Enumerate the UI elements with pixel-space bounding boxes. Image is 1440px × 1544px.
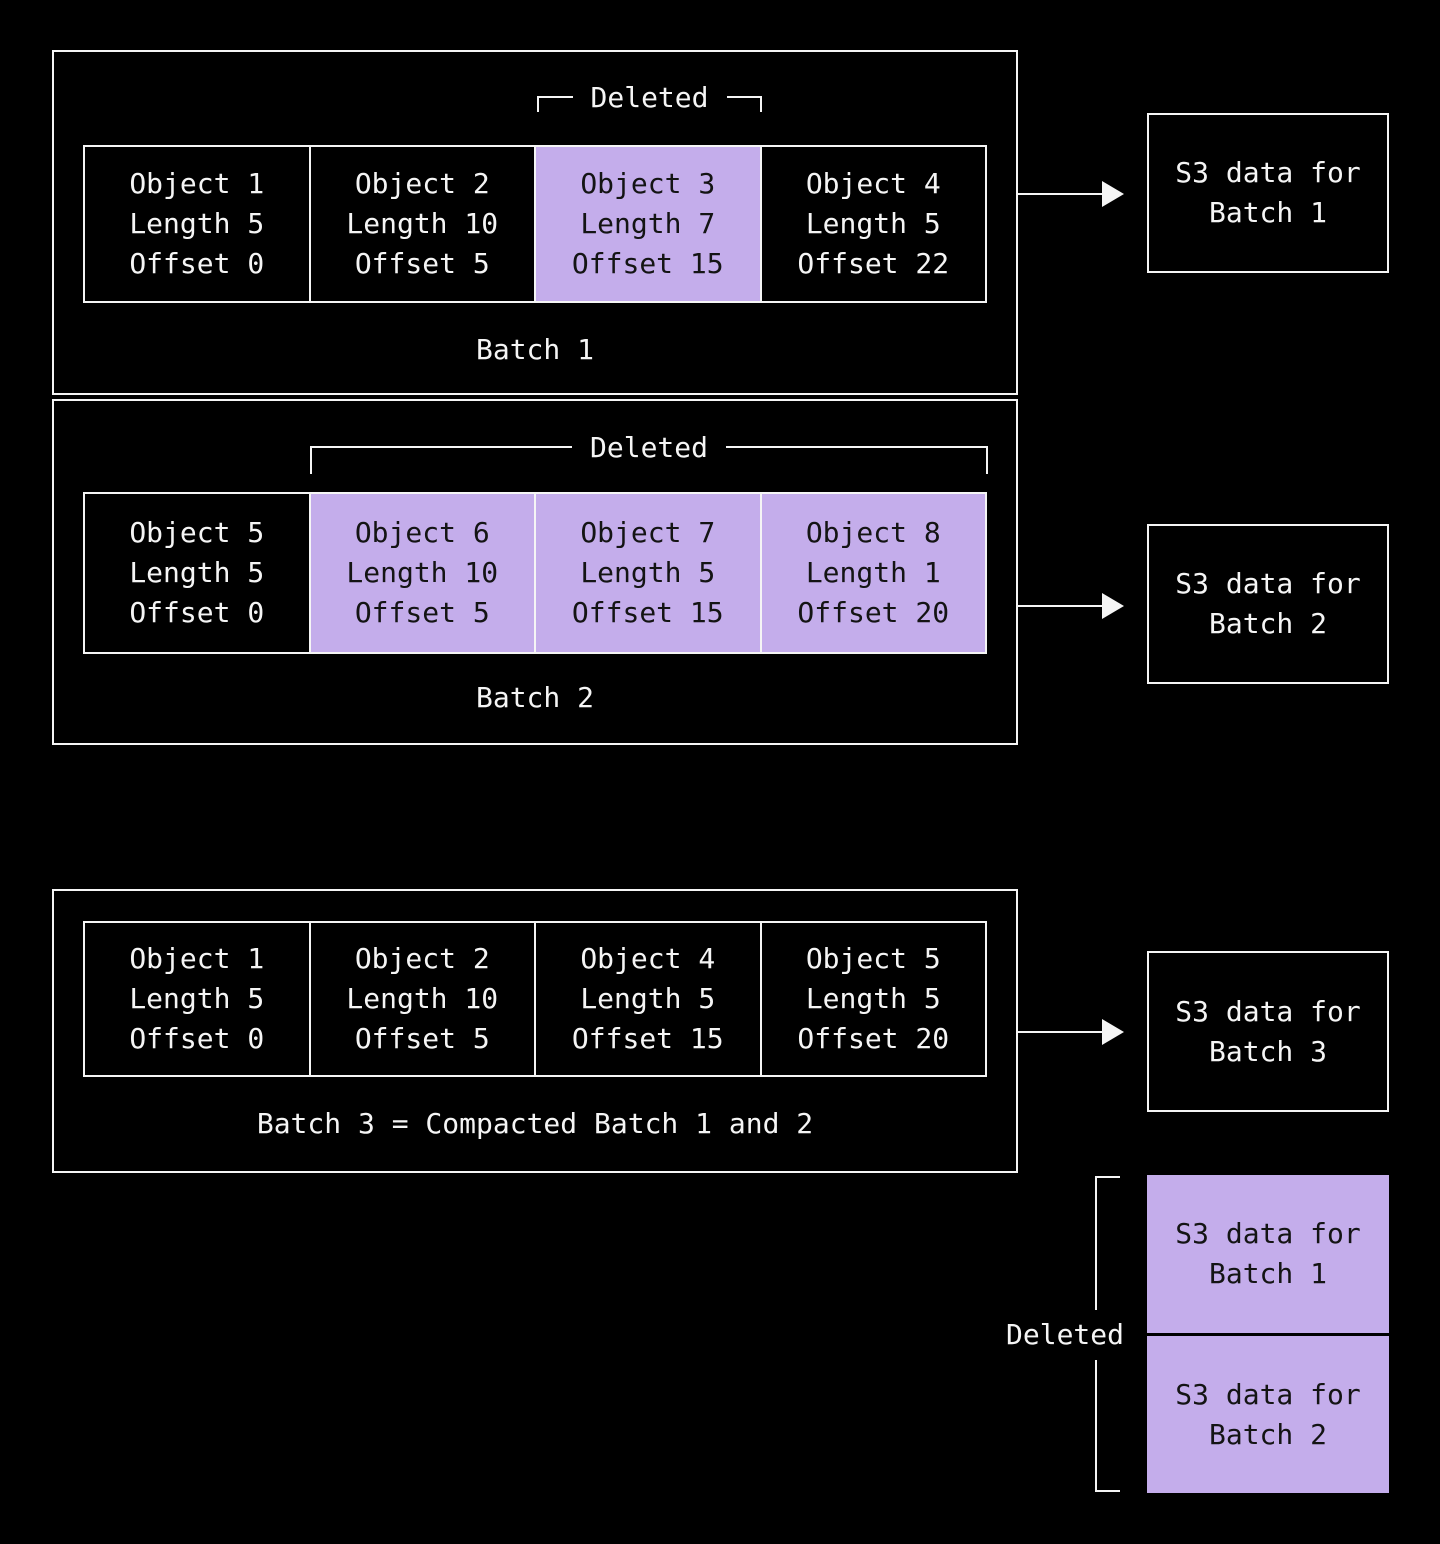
object-offset: Offset 5 — [354, 596, 490, 629]
object-1-cell: Object 1 Length 5 Offset 0 — [83, 145, 311, 303]
s3-box-line: S3 data for — [1175, 156, 1361, 189]
batch1-deleted-label: Deleted — [572, 79, 727, 117]
object-offset: Offset 22 — [797, 247, 950, 280]
batch1-deleted-bracket: Deleted — [537, 79, 762, 117]
object-length: Length 5 — [805, 207, 941, 240]
batch3-arrow-line — [1018, 1031, 1106, 1033]
s3-box-line: S3 data for — [1175, 994, 1361, 1028]
s3-data-batch3-box: S3 data for Batch 3 — [1147, 951, 1389, 1112]
object-5-cell: Object 5 Length 5 Offset 0 — [83, 492, 311, 654]
batch2-arrow-head — [1102, 593, 1124, 619]
batch1-arrow-head — [1102, 181, 1124, 207]
s3-box-line: S3 data for — [1175, 1377, 1361, 1411]
object-offset: Offset 5 — [354, 247, 490, 280]
object-length: Length 10 — [346, 207, 499, 240]
batch2-arrow-line — [1018, 605, 1106, 607]
object-name: Object 2 — [354, 942, 490, 975]
object-length: Length 10 — [346, 982, 499, 1015]
object-8-cell-deleted: Object 8 Length 1 Offset 20 — [759, 492, 987, 654]
s3-box-line: Batch 1 — [1208, 1257, 1327, 1290]
s3-box-line: S3 data for — [1175, 567, 1361, 600]
object-name: Object 8 — [805, 516, 941, 549]
batch2-deleted-label: Deleted — [571, 429, 727, 467]
batch2-label: Batch 2 — [475, 681, 594, 714]
batch2-deleted-bracket: Deleted — [310, 429, 988, 474]
object-4-cell: Object 4 Length 5 Offset 15 — [534, 921, 762, 1077]
s3-data-batch1-box: S3 data for Batch 1 — [1147, 113, 1389, 273]
batch1-cell-row: Object 1 Length 5 Offset 0 Object 2 Leng… — [83, 145, 987, 303]
object-name: Object 4 — [805, 167, 941, 200]
object-length: Length 5 — [580, 556, 716, 589]
deleted-s3-data-batch2-box: S3 data for Batch 2 — [1147, 1336, 1389, 1493]
object-length: Length 1 — [805, 556, 941, 589]
batch3-label: Batch 3 = Compacted Batch 1 and 2 — [256, 1107, 814, 1140]
object-length: Length 5 — [129, 207, 265, 240]
object-length: Length 5 — [129, 982, 265, 1015]
batch1-label: Batch 1 — [475, 333, 594, 366]
object-name: Object 4 — [580, 942, 716, 975]
s3-data-batch2-box: S3 data for Batch 2 — [1147, 524, 1389, 684]
deleted-s3-data-batch1-box: S3 data for Batch 1 — [1147, 1175, 1389, 1333]
object-length: Length 5 — [129, 556, 265, 589]
object-6-cell-deleted: Object 6 Length 10 Offset 5 — [308, 492, 536, 654]
object-offset: Offset 15 — [571, 247, 724, 280]
object-name: Object 3 — [580, 167, 716, 200]
object-offset: Offset 15 — [571, 596, 724, 629]
object-length: Length 5 — [580, 982, 716, 1015]
object-2-cell: Object 2 Length 10 Offset 5 — [308, 145, 536, 303]
s3-box-line: Batch 1 — [1208, 196, 1327, 229]
object-name: Object 5 — [129, 516, 265, 549]
object-name: Object 1 — [129, 167, 265, 200]
object-2-cell: Object 2 Length 10 Offset 5 — [308, 921, 536, 1077]
object-offset: Offset 5 — [354, 1022, 490, 1055]
s3-box-line: Batch 2 — [1208, 607, 1327, 640]
batch1-arrow-line — [1018, 193, 1106, 195]
object-length: Length 7 — [580, 207, 716, 240]
object-4-cell: Object 4 Length 5 Offset 22 — [759, 145, 987, 303]
object-name: Object 2 — [354, 167, 490, 200]
object-3-cell-deleted: Object 3 Length 7 Offset 15 — [534, 145, 762, 303]
batch2-cell-row: Object 5 Length 5 Offset 0 Object 6 Leng… — [83, 492, 987, 654]
s3-box-line: Batch 2 — [1208, 1417, 1327, 1451]
deleted-s3-label: Deleted — [993, 1310, 1137, 1360]
object-1-cell: Object 1 Length 5 Offset 0 — [83, 921, 311, 1077]
object-length: Length 10 — [346, 556, 499, 589]
s3-box-line: S3 data for — [1175, 1217, 1361, 1250]
object-7-cell-deleted: Object 7 Length 5 Offset 15 — [534, 492, 762, 654]
object-offset: Offset 20 — [797, 1022, 950, 1055]
object-offset: Offset 0 — [129, 1022, 265, 1055]
object-name: Object 7 — [580, 516, 716, 549]
object-name: Object 1 — [129, 942, 265, 975]
s3-box-line: Batch 3 — [1208, 1034, 1327, 1068]
batch3-cell-row: Object 1 Length 5 Offset 0 Object 2 Leng… — [83, 921, 987, 1077]
object-name: Object 6 — [354, 516, 490, 549]
object-offset: Offset 20 — [797, 596, 950, 629]
object-offset: Offset 0 — [129, 596, 265, 629]
object-offset: Offset 15 — [571, 1022, 724, 1055]
object-offset: Offset 0 — [129, 247, 265, 280]
object-length: Length 5 — [805, 982, 941, 1015]
batch3-arrow-head — [1102, 1019, 1124, 1045]
object-name: Object 5 — [805, 942, 941, 975]
object-5-cell: Object 5 Length 5 Offset 20 — [759, 921, 987, 1077]
